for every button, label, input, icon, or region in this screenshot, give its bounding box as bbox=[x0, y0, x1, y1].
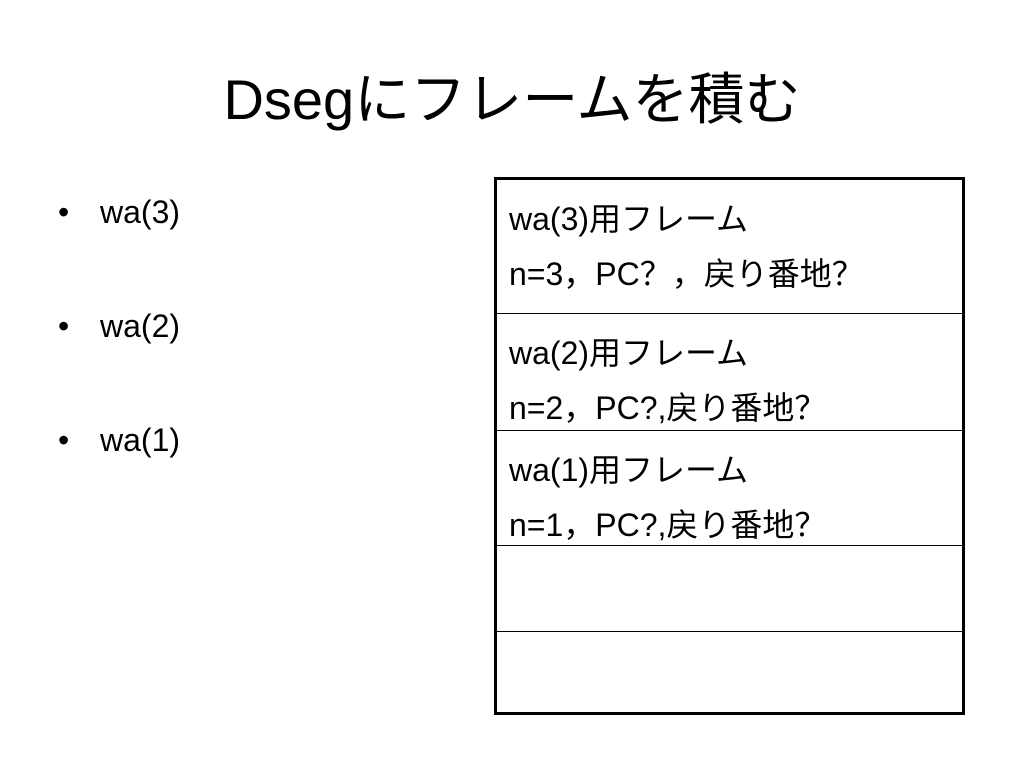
bullet-dot-icon: • bbox=[58, 422, 70, 458]
frame-contents: n=1，PC?,戻り番地？ bbox=[509, 507, 827, 543]
frame-contents: n=2，PC?,戻り番地？ bbox=[509, 390, 827, 426]
bullet-dot-icon: • bbox=[58, 194, 70, 230]
stack-frame-wa1: wa(1)用フレーム n=1，PC?,戻り番地？ bbox=[497, 431, 962, 546]
bullet-text: wa(3) bbox=[100, 194, 181, 230]
bullet-item-wa3: • wa(3) bbox=[58, 188, 458, 302]
stack-frame-table: wa(3)用フレーム n=3，PC？，戻り番地？ wa(2)用フレーム n=2，… bbox=[494, 177, 965, 715]
frame-label: wa(1)用フレーム bbox=[509, 452, 749, 488]
bullet-text: wa(1) bbox=[100, 422, 181, 458]
bullet-text: wa(2) bbox=[100, 308, 181, 344]
stack-frame-wa2: wa(2)用フレーム n=2，PC?,戻り番地？ bbox=[497, 314, 962, 431]
bullet-dot-icon: • bbox=[58, 308, 70, 344]
stack-frame-empty-1 bbox=[497, 546, 962, 632]
frame-label: wa(3)用フレーム bbox=[509, 201, 749, 237]
bullet-item-wa1: • wa(1) bbox=[58, 416, 458, 530]
frame-contents: n=3，PC？，戻り番地？ bbox=[509, 256, 864, 292]
frame-label: wa(2)用フレーム bbox=[509, 335, 749, 371]
bullet-list: • wa(3) • wa(2) • wa(1) bbox=[58, 188, 458, 530]
stack-frame-empty-2 bbox=[497, 632, 962, 712]
stack-frame-wa3: wa(3)用フレーム n=3，PC？，戻り番地？ bbox=[497, 180, 962, 314]
bullet-item-wa2: • wa(2) bbox=[58, 302, 458, 416]
slide-title: Dsegにフレームを積む bbox=[223, 68, 801, 131]
